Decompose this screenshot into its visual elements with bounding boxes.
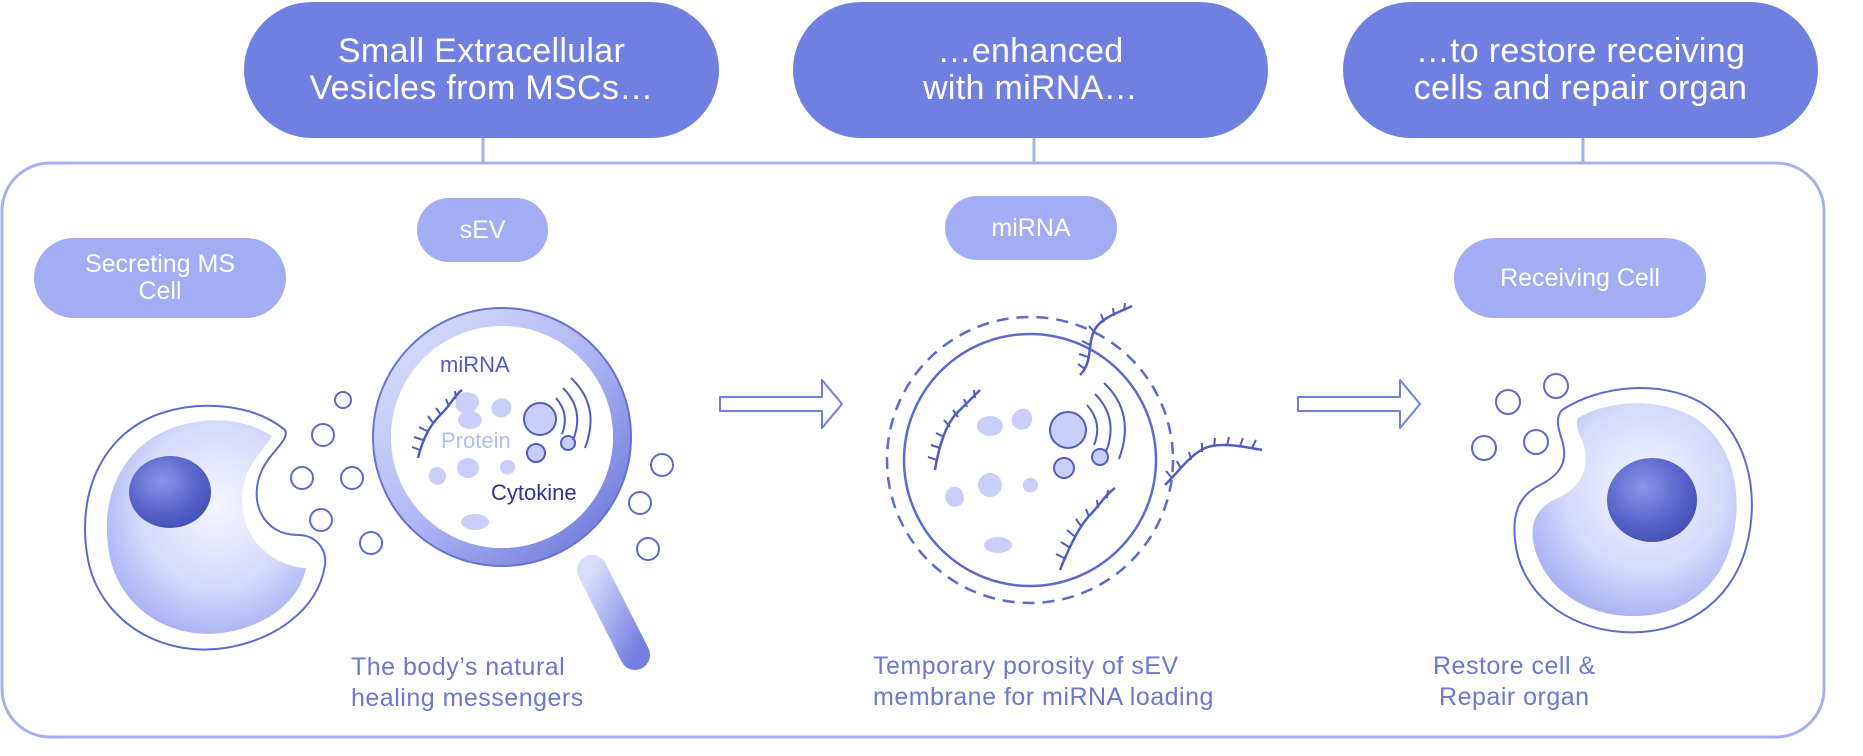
mirna-strand-3 bbox=[1058, 486, 1116, 571]
lens-label-protein: Protein bbox=[441, 428, 511, 453]
label-receiving-cell: Receiving Cell bbox=[1454, 238, 1706, 318]
arrow-2 bbox=[1297, 379, 1421, 429]
lens-label-cytokine: Cytokine bbox=[491, 480, 577, 505]
label-mirna: miRNA bbox=[945, 196, 1117, 260]
enhanced-sev-illustration bbox=[885, 302, 1263, 605]
mirna-strand-4 bbox=[1164, 443, 1263, 486]
header-pill-3: …to restore receiving cells and repair o… bbox=[1343, 2, 1818, 138]
caption-step-1: The body’s natural healing messengers bbox=[351, 653, 584, 712]
header-pill-1: Small Extracellular Vesicles from MSCs… bbox=[244, 2, 719, 138]
secreting-cell-illustration bbox=[84, 404, 327, 651]
vesicles-right bbox=[1471, 373, 1569, 461]
arrow-1 bbox=[719, 379, 843, 429]
label-secreting-cell: Secreting MS Cell bbox=[34, 238, 286, 318]
label-sev: sEV bbox=[417, 198, 548, 262]
mirna-strand-1 bbox=[933, 389, 981, 471]
lens-label-mirna: miRNA bbox=[440, 352, 510, 377]
main-panel-border bbox=[0, 161, 1826, 739]
header-pill-2: …enhanced with miRNA… bbox=[793, 2, 1268, 138]
caption-step-2: Temporary porosity of sEV membrane for m… bbox=[873, 652, 1214, 711]
caption-step-3: Restore cell & Repair organ bbox=[1433, 652, 1596, 711]
receiving-cell-illustration bbox=[1513, 387, 1753, 634]
mirna-strand-2 bbox=[1079, 304, 1133, 376]
vesicles-left bbox=[290, 391, 674, 561]
magnifying-glass-illustration bbox=[372, 307, 650, 670]
